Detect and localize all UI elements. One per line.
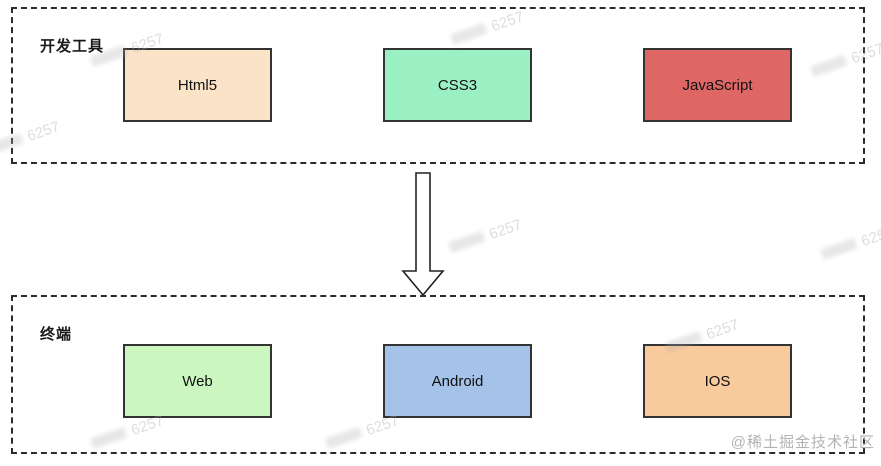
node-android: Android xyxy=(383,344,532,418)
watermark: 6257 xyxy=(447,216,524,257)
node-ios: IOS xyxy=(643,344,792,418)
node-javascript: JavaScript xyxy=(643,48,792,122)
section-dev-tools: 开发工具 xyxy=(11,7,865,164)
node-web-label: Web xyxy=(182,372,213,390)
node-web: Web xyxy=(123,344,272,418)
section-terminals-label: 终端 xyxy=(40,326,73,343)
node-ios-label: IOS xyxy=(704,372,731,390)
credit-watermark: @稀土掘金技术社区 xyxy=(730,434,875,451)
node-android-label: Android xyxy=(431,372,484,390)
node-html5: Html5 xyxy=(123,48,272,122)
section-terminals: 终端 xyxy=(11,295,865,454)
section-dev-tools-label: 开发工具 xyxy=(40,38,105,55)
node-css3: CSS3 xyxy=(383,48,532,122)
node-javascript-label: JavaScript xyxy=(682,76,753,94)
down-arrow-icon xyxy=(401,172,445,297)
node-html5-label: Html5 xyxy=(177,76,218,94)
watermark: 6257 xyxy=(819,223,881,264)
node-css3-label: CSS3 xyxy=(437,76,478,94)
